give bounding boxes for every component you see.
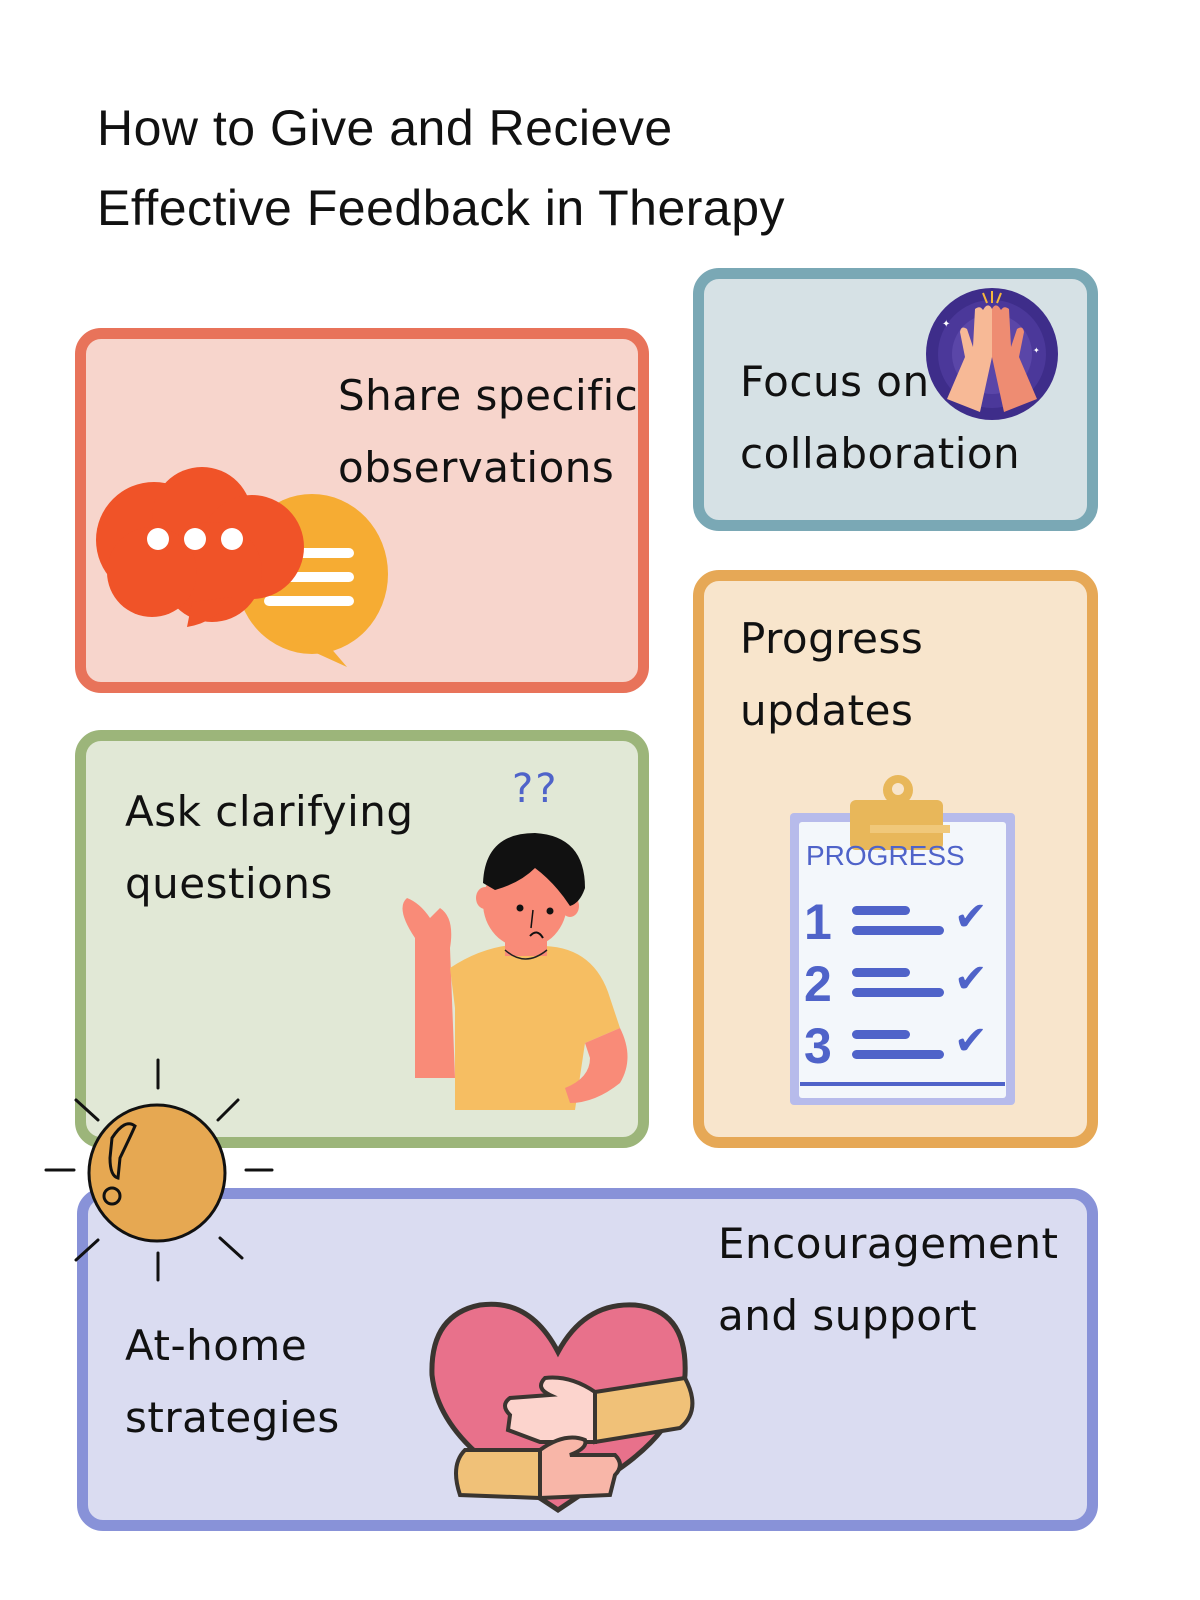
- exclamation-sun-icon: [44, 1058, 274, 1282]
- check-icon: ✔: [954, 894, 988, 940]
- title-line-1: How to Give and Recieve: [97, 100, 673, 156]
- clipboard-checklist-icon: PROGRESS 1 ✔ 2 ✔ 3 ✔: [790, 770, 1015, 1110]
- check-icon: ✔: [954, 956, 988, 1002]
- progress-item-1: 1 ✔: [804, 894, 988, 950]
- confused-person-icon: [402, 833, 628, 1110]
- card-clarifying-questions: [75, 730, 649, 1148]
- clarifying-questions-label: Ask clarifying questions: [125, 787, 414, 908]
- speech-bubbles-icon: [96, 467, 388, 667]
- collaboration-label: Focus on collaboration: [740, 357, 1021, 478]
- encouragement-support-label: Encouragement and support: [718, 1219, 1059, 1340]
- progress-item-2: 2 ✔: [804, 956, 988, 1012]
- question-marks: ??: [512, 766, 559, 812]
- share-observations-label: Share specific observations: [338, 371, 639, 492]
- progress-item-3: 3 ✔: [804, 1018, 988, 1074]
- page-title: How to Give and Recieve Effective Feedba…: [97, 88, 785, 248]
- title-line-2: Effective Feedback in Therapy: [97, 180, 786, 236]
- high-five-icon: ✦ ✦: [926, 288, 1058, 420]
- at-home-strategies-label: At-home strategies: [125, 1321, 340, 1442]
- svg-text:✦: ✦: [1033, 346, 1040, 355]
- clipboard-heading: PROGRESS: [806, 840, 965, 871]
- progress-updates-label: Progress updates: [740, 614, 924, 735]
- heart-hug-icon: [429, 1301, 695, 1514]
- svg-text:✦: ✦: [942, 319, 950, 330]
- check-icon: ✔: [954, 1018, 988, 1064]
